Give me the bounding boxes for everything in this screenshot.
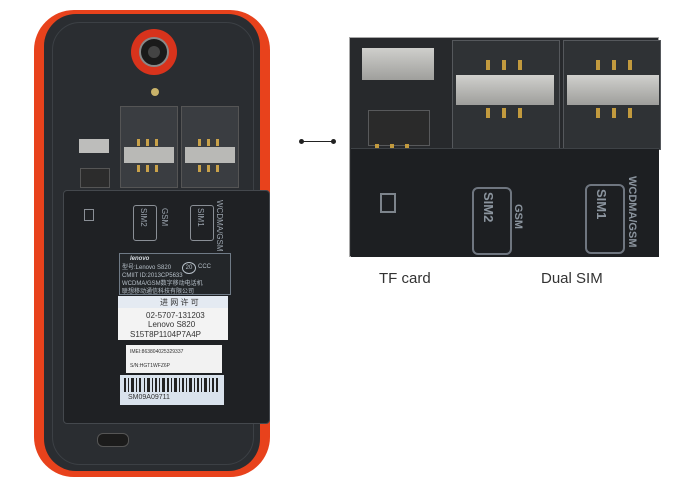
sn-line: S/N:HGT1WFZ6P	[130, 363, 171, 369]
pin	[137, 165, 140, 172]
gsm-label: GSM	[160, 208, 169, 227]
model-line: 型号:Lenovo S820	[122, 265, 172, 271]
license-model: Lenovo S820	[148, 320, 196, 329]
zoom-tf-slot	[362, 48, 434, 80]
pin	[486, 108, 490, 118]
pin	[216, 165, 219, 172]
connector-dot	[299, 139, 304, 144]
barcode	[124, 378, 218, 392]
zoom-sim1-contact	[567, 75, 659, 105]
pin	[628, 60, 632, 70]
sim2-marker	[133, 205, 157, 241]
license-title: 进 网 许 可	[160, 298, 199, 307]
pin	[198, 165, 201, 172]
maker-line: 联想移动通信科技有限公司	[122, 289, 195, 295]
pin	[502, 108, 506, 118]
pin	[486, 60, 490, 70]
zoom-sim2-label: SIM2	[481, 192, 496, 223]
sim1-contact	[185, 147, 235, 163]
sd-card-icon	[84, 209, 94, 221]
pin	[502, 60, 506, 70]
pin	[155, 165, 158, 172]
cmiit-line: CMIIT ID:2013CP5633	[122, 273, 183, 279]
imei-line: IMEI:863804025329337	[130, 349, 184, 355]
pin	[628, 108, 632, 118]
pin	[137, 139, 140, 146]
pin	[207, 165, 210, 172]
pin	[518, 108, 522, 118]
zoom-sim2-contact	[456, 75, 554, 105]
pin	[207, 139, 210, 146]
pin	[146, 139, 149, 146]
pin	[596, 60, 600, 70]
sim2-label: SIM2	[139, 208, 148, 227]
zoom-gsm-label: GSM	[512, 204, 524, 230]
pin	[155, 139, 158, 146]
ccc-mark: CCC	[198, 264, 211, 270]
connector-dot	[331, 139, 336, 144]
zoom-sd-card-icon	[380, 193, 396, 213]
pin	[146, 165, 149, 172]
sim1-marker	[190, 205, 214, 241]
pin	[612, 60, 616, 70]
license-serial: S15T8P1104P7A4P	[130, 330, 202, 339]
zoom-sim2-marker	[472, 187, 512, 255]
sim2-contact	[124, 147, 174, 163]
pin	[216, 139, 219, 146]
license-sticker-stripe	[118, 296, 228, 308]
tf-slot	[79, 139, 109, 153]
brand-text: lenovo	[130, 256, 150, 262]
camera-lens	[148, 46, 160, 58]
pin	[596, 108, 600, 118]
zoom-tf-connector	[368, 110, 430, 146]
wcdma-label: WCDMA/GSM	[215, 200, 224, 252]
pin	[518, 60, 522, 70]
tf-card-caption: TF card	[379, 270, 431, 287]
zoom-sim1-label: SIM1	[594, 189, 609, 220]
sim1-label: SIM1	[196, 208, 205, 227]
zoom-battery	[351, 148, 659, 257]
license-code: 02-5707-131203	[146, 311, 205, 320]
tf-connector	[80, 168, 110, 188]
connector-line	[302, 141, 334, 142]
sticker-code: SM09A09711	[128, 394, 170, 401]
imei-sticker	[126, 345, 222, 373]
pin	[612, 108, 616, 118]
speaker-grille	[97, 433, 129, 447]
rating-label	[119, 253, 231, 295]
zoom-sim1-marker	[585, 184, 625, 254]
pin	[198, 139, 201, 146]
network-line: WCDMA/GSM数字移动电话机	[122, 281, 203, 287]
badge-20: 20	[182, 262, 196, 274]
flash	[151, 88, 159, 96]
zoom-wcdma-label: WCDMA/GSM	[626, 176, 638, 248]
dual-sim-caption: Dual SIM	[541, 270, 603, 287]
